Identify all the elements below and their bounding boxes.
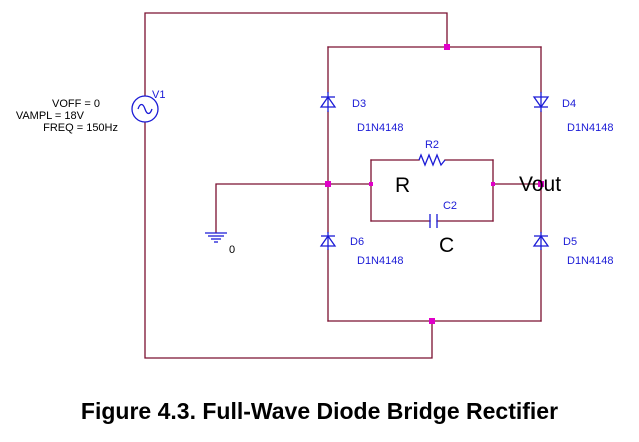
diode-d5-part: D1N4148 — [567, 255, 613, 267]
rectifier-schematic: V1 VOFF = 0 VAMPL = 18V FREQ = 150Hz D3 … — [16, 12, 613, 359]
junction-top — [444, 44, 450, 50]
output-label: Vout — [519, 173, 561, 196]
resistor-r2: R2 R — [395, 139, 446, 197]
source-param-voff: VOFF = 0 — [52, 98, 100, 110]
ground-label: 0 — [229, 244, 235, 256]
wire-ground — [215, 183, 329, 233]
diode-d6-ref: D6 — [350, 236, 364, 248]
diode-d5: D5 D1N4148 — [532, 232, 613, 267]
wire-source-bottom — [144, 122, 433, 359]
diode-d3: D3 D1N4148 — [319, 92, 403, 134]
capacitor-ref: C2 — [443, 200, 457, 212]
ac-source-v1: V1 VOFF = 0 VAMPL = 18V FREQ = 150Hz — [16, 89, 166, 134]
diode-d6-part: D1N4148 — [357, 255, 403, 267]
wires — [144, 12, 542, 359]
diode-d4-part: D1N4148 — [567, 122, 613, 134]
source-param-freq: FREQ = 150Hz — [43, 122, 118, 134]
diode-d6: D6 D1N4148 — [319, 232, 403, 267]
junction-bottom — [429, 318, 435, 324]
junction-rc-left — [369, 182, 373, 186]
resistor-ref: R2 — [425, 139, 439, 151]
diode-d3-ref: D3 — [352, 98, 366, 110]
junction-right — [538, 181, 544, 187]
diode-d5-ref: D5 — [563, 236, 577, 248]
wire-source-top — [144, 12, 448, 96]
source-param-vampl: VAMPL = 18V — [16, 110, 85, 122]
capacitor-annotation: C — [439, 234, 454, 257]
junction-rc-right — [491, 182, 495, 186]
junctions — [325, 44, 544, 324]
diode-d4-ref: D4 — [562, 98, 576, 110]
diode-d3-part: D1N4148 — [357, 122, 403, 134]
capacitor-c2: C2 C — [429, 200, 457, 257]
source-name: V1 — [152, 89, 165, 101]
ground-symbol: 0 — [205, 232, 235, 256]
diode-d4: D4 D1N4148 — [532, 92, 613, 134]
junction-left — [325, 181, 331, 187]
resistor-annotation: R — [395, 174, 410, 197]
figure-caption: Figure 4.3. Full-Wave Diode Bridge Recti… — [80, 398, 559, 424]
